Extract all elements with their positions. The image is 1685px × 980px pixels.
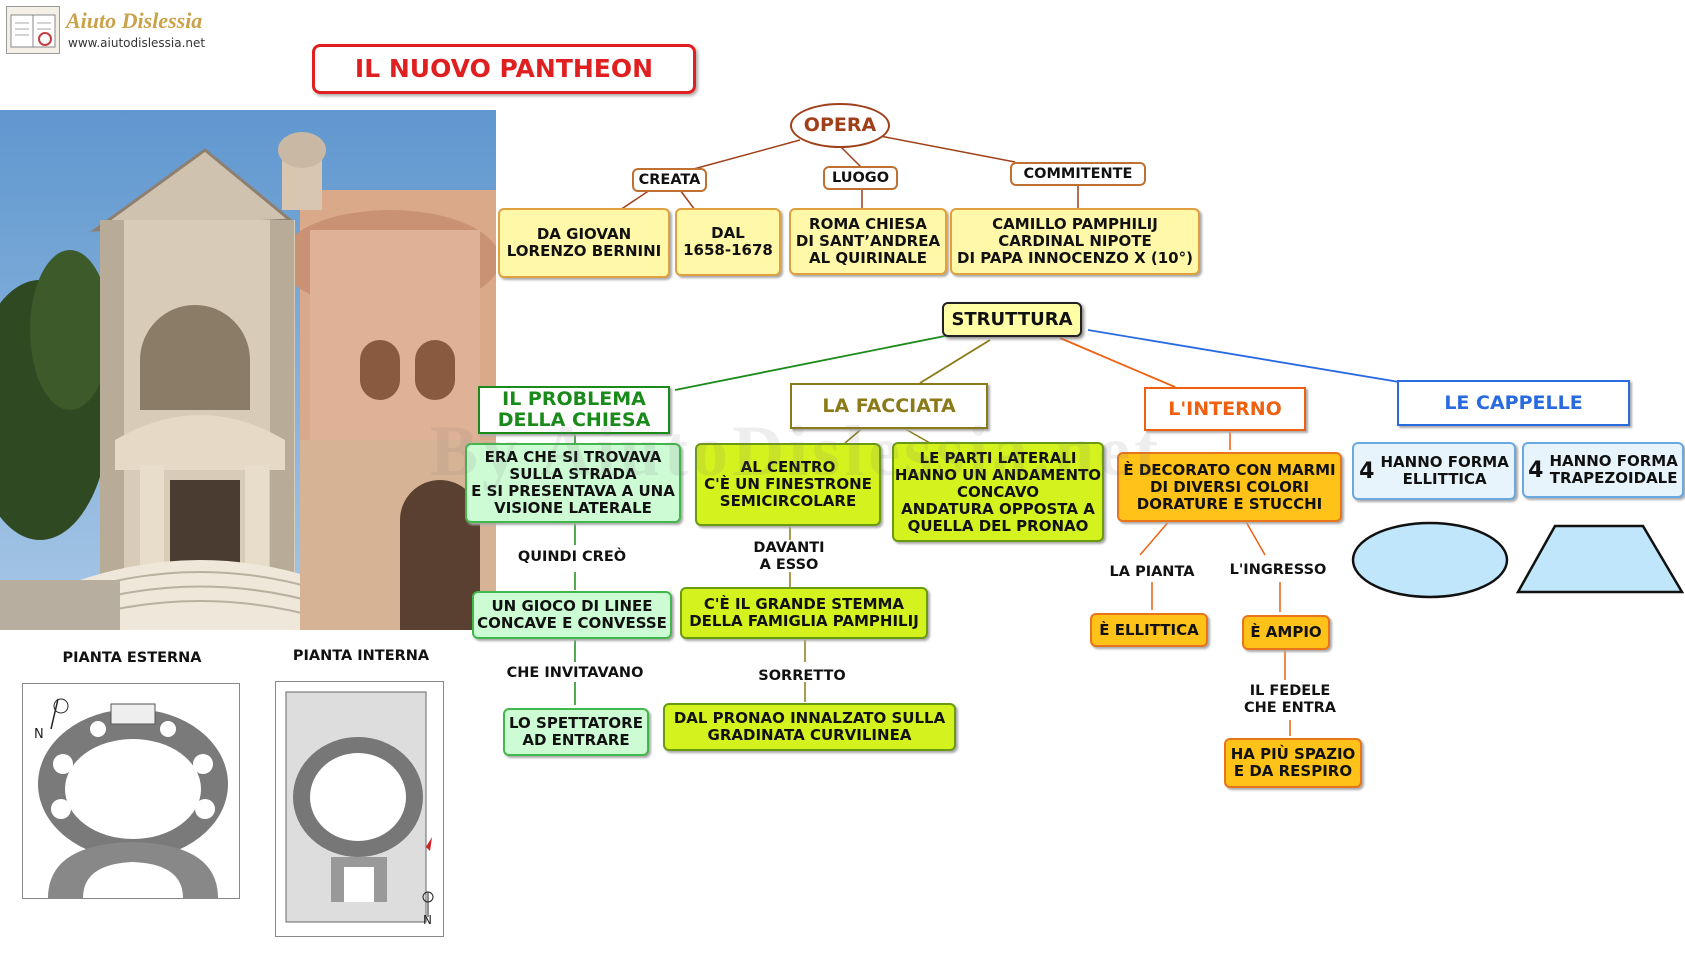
logo-url: www.aiutodislessia.net — [68, 36, 206, 50]
facciata-sides-box: LE PARTI LATERALI HANNO UN ANDAMENTO CON… — [892, 442, 1104, 542]
interno-text-box: È DECORATO CON MARMI DI DIVERSI COLORI D… — [1117, 452, 1342, 522]
facciata-header: LA FACCIATA — [790, 383, 988, 429]
creata-label: CREATA — [632, 168, 707, 192]
facciata-link-2: SORRETTO — [758, 668, 846, 684]
facciata-link-1: DAVANTI A ESSO — [753, 540, 825, 573]
internal-plan-label: PIANTA INTERNA — [292, 648, 430, 664]
cappelle-trapezoidale-box: 4 HANNO FORMA TRAPEZOIDALE — [1522, 442, 1684, 498]
trapezoidale-number: 4 — [1528, 457, 1544, 483]
cappelle-ellittica-box: 4 HANNO FORMA ELLITTICA — [1352, 442, 1516, 500]
facciata-stemma-box: C'È IL GRANDE STEMMA DELLA FAMIGLIA PAMP… — [680, 587, 928, 639]
ellittica-text: HANNO FORMA ELLITTICA — [1380, 453, 1509, 488]
cappelle-header: LE CAPPELLE — [1397, 380, 1630, 426]
logo-book-icon — [6, 6, 60, 54]
facciata-center-box: AL CENTRO C'È UN FINESTRONE SEMICIRCOLAR… — [695, 443, 881, 526]
problema-link-2: CHE INVITAVANO — [506, 665, 644, 681]
internal-plan — [275, 681, 444, 937]
problema-spectator-box: LO SPETTATORE AD ENTRARE — [503, 708, 649, 756]
fedele-label: IL FEDELE CHE ENTRA — [1243, 683, 1337, 716]
trapezoidale-text: HANNO FORMA TRAPEZOIDALE — [1549, 452, 1678, 487]
place-box: ROMA CHIESA DI SANT’ANDREA AL QUIRINALE — [789, 208, 947, 275]
author-box: DA GIOVAN LORENZO BERNINI — [498, 208, 670, 278]
problema-link-1: QUINDI CREÒ — [517, 549, 627, 565]
external-plan-label: PIANTA ESTERNA — [62, 650, 202, 666]
church-photo — [0, 110, 496, 630]
problema-text-box: ERA CHE SI TROVAVA SULLA STRADA E SI PRE… — [465, 443, 681, 523]
north-label-internal: N — [423, 913, 432, 927]
trapezoid-shape — [1515, 524, 1685, 594]
external-plan — [22, 683, 240, 899]
page-title: IL NUOVO PANTHEON — [312, 44, 696, 94]
ellittica-number: 4 — [1359, 458, 1375, 484]
interno-header: L'INTERNO — [1144, 387, 1306, 431]
committente-label: COMMITENTE — [1010, 162, 1146, 186]
problema-lines-box: UN GIOCO DI LINEE CONCAVE E CONVESSE — [472, 591, 672, 639]
ellipse-shape — [1351, 521, 1509, 599]
facciata-pronao-box: DAL PRONAO INNALZATO SULLA GRADINATA CUR… — [663, 703, 956, 751]
opera-node: OPERA — [790, 103, 890, 148]
problema-header: IL PROBLEMA DELLA CHIESA — [478, 386, 670, 434]
date-box: DAL 1658-1678 — [675, 208, 781, 276]
pianta-value-box: È ELLITTICA — [1090, 613, 1208, 647]
committente-box: CAMILLO PAMPHILIJ CARDINAL NIPOTE DI PAP… — [950, 208, 1200, 275]
fedele-value-box: HA PIÙ SPAZIO E DA RESPIRO — [1224, 738, 1362, 788]
north-label-external: N — [34, 727, 44, 742]
luogo-label: LUOGO — [823, 166, 898, 190]
struttura-node: STRUTTURA — [942, 302, 1082, 337]
ingresso-label: L'INGRESSO — [1229, 562, 1327, 578]
logo-name: Aiuto Dislessia — [66, 8, 203, 33]
ingresso-value-box: È AMPIO — [1242, 615, 1330, 650]
pianta-label: LA PIANTA — [1109, 564, 1195, 580]
